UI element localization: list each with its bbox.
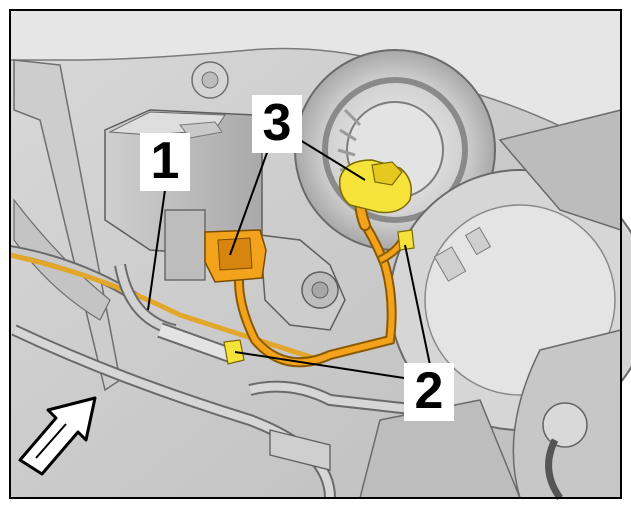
figure-frame	[9, 9, 622, 499]
direction-arrow-icon	[18, 396, 97, 476]
callout-3: 3	[252, 95, 302, 153]
leader-lines	[147, 139, 431, 379]
leader-3-clip	[229, 149, 269, 256]
callout-2: 2	[404, 363, 454, 421]
hose-clip-lower	[223, 339, 245, 365]
callout-1: 1	[140, 133, 190, 191]
yellow-line-left	[9, 252, 321, 363]
hose-clip-upper	[397, 229, 415, 251]
leader-1	[147, 189, 166, 311]
leader-2-lower	[234, 351, 405, 379]
leader-2-upper	[404, 244, 431, 366]
leader-3-connector	[299, 139, 366, 181]
